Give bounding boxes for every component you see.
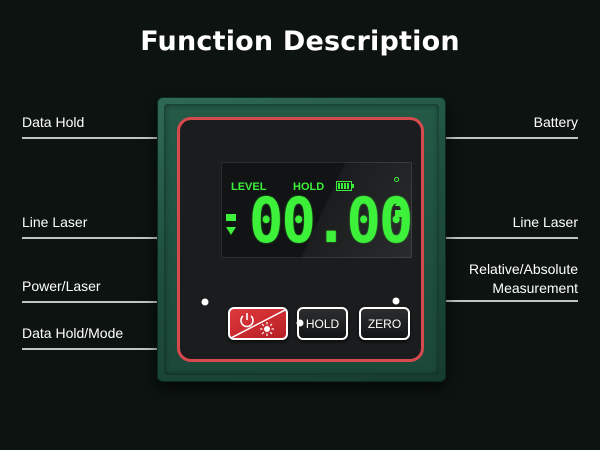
level-gauge-device: LEVEL HOLD ° 00.00 (157, 97, 446, 382)
page-title: Function Description (140, 26, 460, 57)
power-laser-button[interactable] (228, 307, 288, 340)
hold-button[interactable]: HOLD (297, 307, 348, 340)
device-face: LEVEL HOLD ° 00.00 (177, 117, 424, 362)
down-arrow-icon (226, 227, 236, 235)
battery-label: Battery (533, 114, 578, 130)
data-hold-label: Data Hold (22, 114, 85, 130)
data-hold-mode-label: Data Hold/Mode (22, 325, 124, 341)
power-laser-label: Power/Laser (22, 278, 101, 294)
relative-absolute-label-line1: Relative/Absolute (469, 261, 578, 277)
lcd-hold-indicator: HOLD (293, 181, 325, 193)
degree-symbol: ° (393, 174, 401, 194)
plus-sign-indicator-icon (395, 210, 405, 217)
minus-sign-icon (226, 214, 236, 221)
zero-button[interactable]: ZERO (359, 307, 410, 340)
up-arrow-icon (395, 198, 405, 206)
battery-icon (336, 181, 354, 191)
lcd-level-indicator: LEVEL (231, 181, 267, 193)
angle-reading: 00.00 (249, 184, 413, 257)
line-laser-right-label: Line Laser (512, 214, 578, 230)
relative-absolute-label-line2: Measurement (492, 280, 578, 296)
line-laser-left-label: Line Laser (22, 214, 88, 230)
power-laser-icon (231, 309, 285, 338)
lcd-display: LEVEL HOLD ° 00.00 (221, 162, 413, 258)
